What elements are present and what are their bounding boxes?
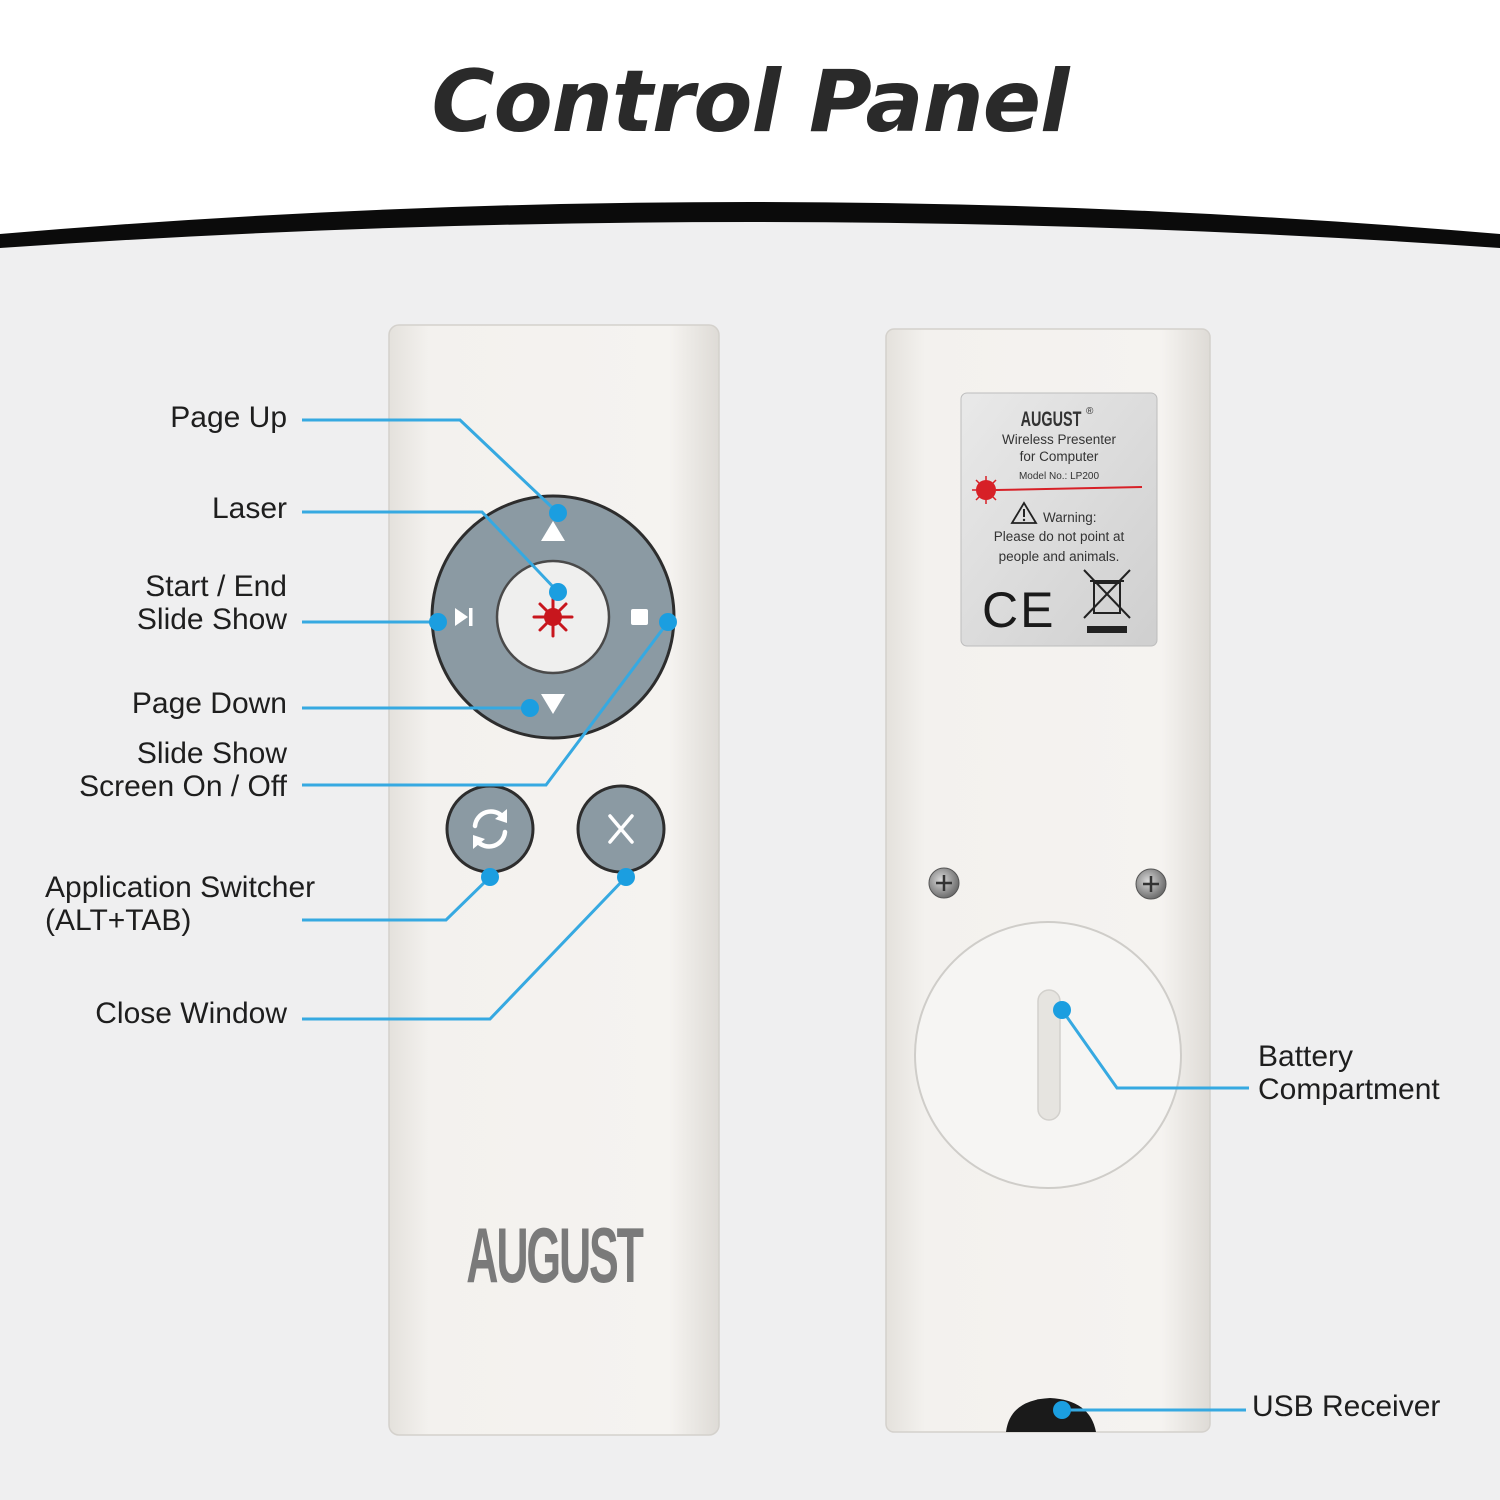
- callout-line-screen: [302, 621, 670, 787]
- usb-receiver: [1006, 1398, 1096, 1432]
- callout-line-app-switcher: [302, 875, 492, 922]
- callout-dot-laser: [549, 583, 567, 601]
- callout-dot-page-down: [521, 699, 539, 717]
- label-close-window: Close Window: [95, 997, 287, 1030]
- app-switcher-button: [445, 784, 535, 874]
- label-laser-text: Laser: [211, 492, 287, 525]
- page-up-arrow-icon: [541, 521, 565, 541]
- label-app-switcher: Application Switcher (ALT+TAB): [45, 871, 315, 937]
- label-screen-on-off: Slide Show Screen On / Off: [79, 737, 287, 803]
- page-down-arrow-icon: [541, 694, 565, 714]
- label-app-switcher-line2: (ALT+TAB): [45, 904, 192, 937]
- sticker-registered: ®: [1086, 406, 1094, 417]
- label-app-switcher-line1: Application Switcher: [45, 871, 316, 904]
- label-page-down-text: Page Down: [131, 687, 287, 720]
- callout-dot-usb: [1053, 1401, 1071, 1419]
- label-page-down: Page Down: [132, 687, 287, 720]
- label-battery-line2: Compartment: [1258, 1073, 1440, 1106]
- callout-dot-battery: [1053, 1001, 1071, 1019]
- label-screen-line2: Screen On / Off: [79, 770, 287, 803]
- label-laser: Laser: [212, 492, 287, 525]
- sticker-brand: AUGUST: [1021, 406, 1082, 431]
- label-close-window-text: Close Window: [95, 997, 287, 1030]
- callout-line-page-up: [302, 418, 560, 515]
- callout-dot-screen: [659, 613, 677, 631]
- sticker-warning-2: people and animals.: [999, 549, 1120, 564]
- sticker-line1: Wireless Presenter: [1002, 432, 1117, 447]
- label-start-end: Start / End Slide Show: [137, 570, 287, 636]
- play-stop-icon: [455, 608, 473, 626]
- label-page-up-text: Page Up: [170, 401, 287, 434]
- sticker-line2: for Computer: [1020, 449, 1099, 464]
- screen-off-square-icon: [631, 609, 648, 625]
- ce-mark: CE: [982, 582, 1055, 638]
- callout-dot-page-up: [549, 504, 567, 522]
- callout-dot-start-end: [429, 613, 447, 631]
- sticker-warning-1: Please do not point at: [994, 529, 1125, 544]
- callout-dot-app-switcher: [481, 868, 499, 886]
- sticker-warning-title: Warning:: [1043, 510, 1097, 525]
- callout-dot-close: [617, 868, 635, 886]
- label-start-end-line1: Start / End: [145, 570, 287, 603]
- screw-right-icon: [1135, 868, 1167, 900]
- front-brand-logo: AUGUST: [466, 1213, 643, 1299]
- laser-warning-icon: [972, 476, 1143, 504]
- weee-bin-icon: [1083, 569, 1131, 633]
- label-screen-line1: Slide Show: [136, 737, 287, 770]
- front-remote: AUGUST: [388, 324, 720, 1436]
- page-title: Control Panel: [431, 52, 1069, 152]
- back-remote: AUGUST ® Wireless Presenter for Computer…: [885, 328, 1211, 1433]
- close-icon: [608, 814, 634, 844]
- label-battery-line1: Battery: [1258, 1040, 1354, 1073]
- laser-icon: [532, 596, 574, 638]
- refresh-icon: [472, 809, 508, 849]
- warning-triangle-icon: [1010, 501, 1038, 524]
- label-battery: Battery Compartment: [1258, 1040, 1440, 1106]
- callout-line-laser: [302, 510, 560, 594]
- battery-slot: [1037, 989, 1061, 1121]
- label-start-end-line2: Slide Show: [136, 603, 287, 636]
- label-usb-text: USB Receiver: [1252, 1390, 1441, 1423]
- label-usb-receiver: USB Receiver: [1252, 1390, 1440, 1423]
- sticker-model: Model No.: LP200: [1019, 471, 1099, 482]
- curved-divider: [0, 202, 1500, 248]
- screw-left-icon: [928, 867, 960, 899]
- callout-line-close: [302, 875, 628, 1021]
- callout-line-battery: [1060, 1009, 1249, 1090]
- label-page-up: Page Up: [170, 401, 287, 434]
